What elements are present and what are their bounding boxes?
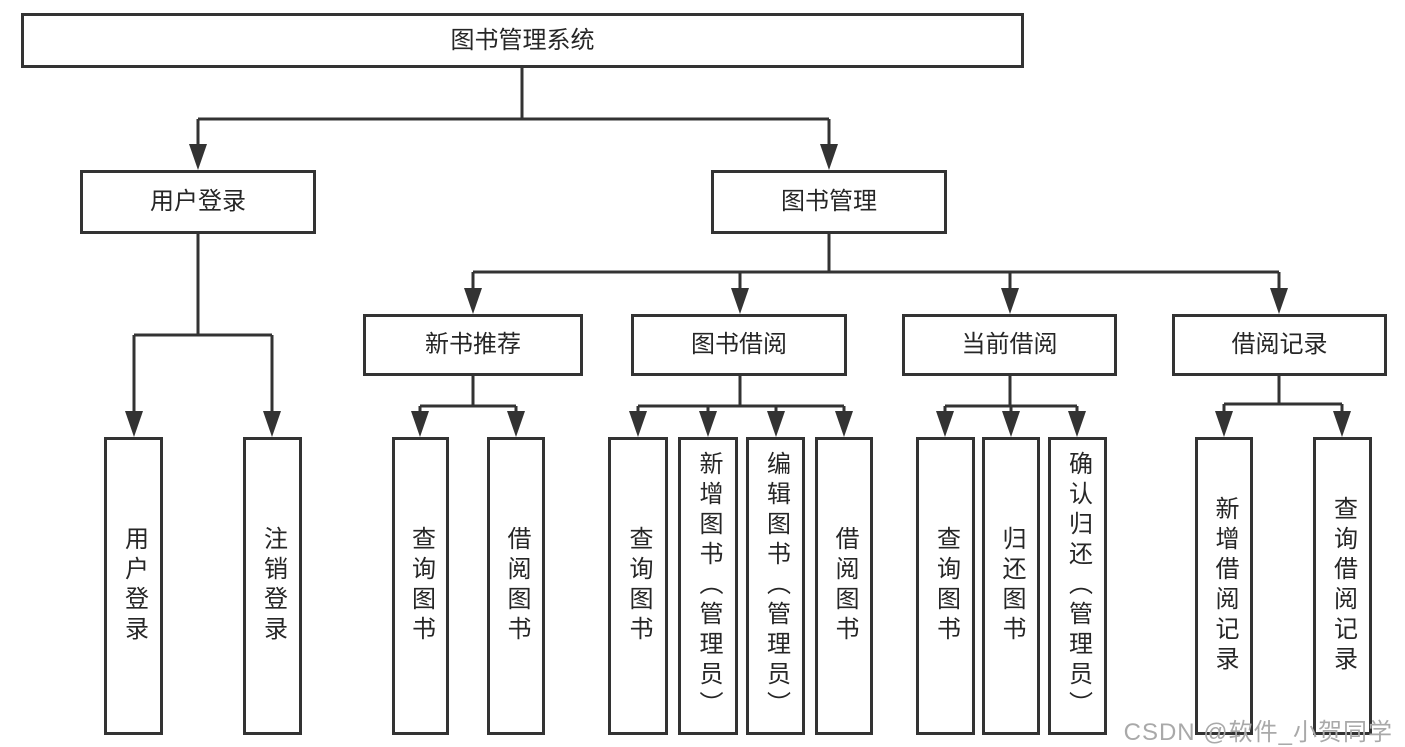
leaf-label: 查询图书 (407, 526, 435, 646)
leaf-return-books: 归还图书 (982, 437, 1040, 735)
node-book-management-branch: 图书管理 (711, 170, 947, 234)
connector-mgmt-to-level3 (471, 234, 1281, 294)
connector-user-branch (132, 233, 274, 417)
leaf-label: 查询图书 (625, 526, 652, 646)
node-current-borrowing: 当前借阅 (902, 314, 1117, 376)
node-label: 借阅记录 (1231, 331, 1328, 358)
connector-newbook-branch (418, 376, 518, 417)
leaf-label: 归还图书 (998, 526, 1025, 646)
node-book-borrowing: 图书借阅 (631, 314, 847, 376)
leaf-label: 确认归还（管理员） (1064, 451, 1092, 721)
leaf-label: 注销登录 (259, 526, 287, 646)
leaf-label: 新增借阅记录 (1211, 496, 1238, 676)
connector-borrow-branch (636, 376, 846, 417)
leaf-edit-books-admin: 编辑图书（管理员） (746, 437, 805, 735)
connector-root-to-level2 (196, 68, 831, 152)
leaf-label: 借阅图书 (831, 526, 858, 646)
csdn-watermark: CSDN @软件_小贺同学 (1123, 719, 1393, 746)
leaf-add-borrow-record: 新增借阅记录 (1195, 437, 1253, 735)
leaf-confirm-return-admin: 确认归还（管理员） (1048, 437, 1107, 735)
node-label: 新书推荐 (425, 331, 521, 358)
leaf-add-books-admin: 新增图书（管理员） (678, 437, 738, 735)
leaf-query-books-current: 查询图书 (916, 437, 975, 735)
leaf-label: 新增图书（管理员） (695, 451, 722, 721)
node-user-login-branch: 用户登录 (80, 170, 316, 234)
connector-current-branch (943, 376, 1079, 417)
node-borrow-records: 借阅记录 (1172, 314, 1387, 376)
node-label: 用户登录 (150, 188, 246, 215)
leaf-label: 查询图书 (932, 526, 960, 646)
leaf-query-books-borrow: 查询图书 (608, 437, 668, 735)
node-library-system: 图书管理系统 (21, 13, 1024, 68)
leaf-label: 借阅图书 (503, 526, 530, 646)
node-label: 图书管理 (781, 188, 877, 215)
leaf-label: 查询借阅记录 (1329, 496, 1357, 676)
connector-records-branch (1222, 376, 1344, 417)
arrowheads (125, 144, 1351, 437)
leaf-label: 用户登录 (120, 526, 148, 646)
leaf-label: 编辑图书（管理员） (762, 451, 790, 721)
leaf-logout: 注销登录 (243, 437, 302, 735)
leaf-query-borrow-record: 查询借阅记录 (1313, 437, 1372, 735)
node-new-book-recommend: 新书推荐 (363, 314, 583, 376)
node-label: 当前借阅 (961, 331, 1058, 358)
leaf-borrow-books-recommend: 借阅图书 (487, 437, 545, 735)
leaf-user-login: 用户登录 (104, 437, 163, 735)
leaf-query-books-recommend: 查询图书 (392, 437, 449, 735)
leaf-borrow-books: 借阅图书 (815, 437, 873, 735)
node-label: 图书管理系统 (450, 26, 595, 54)
node-label: 图书借阅 (691, 331, 787, 358)
